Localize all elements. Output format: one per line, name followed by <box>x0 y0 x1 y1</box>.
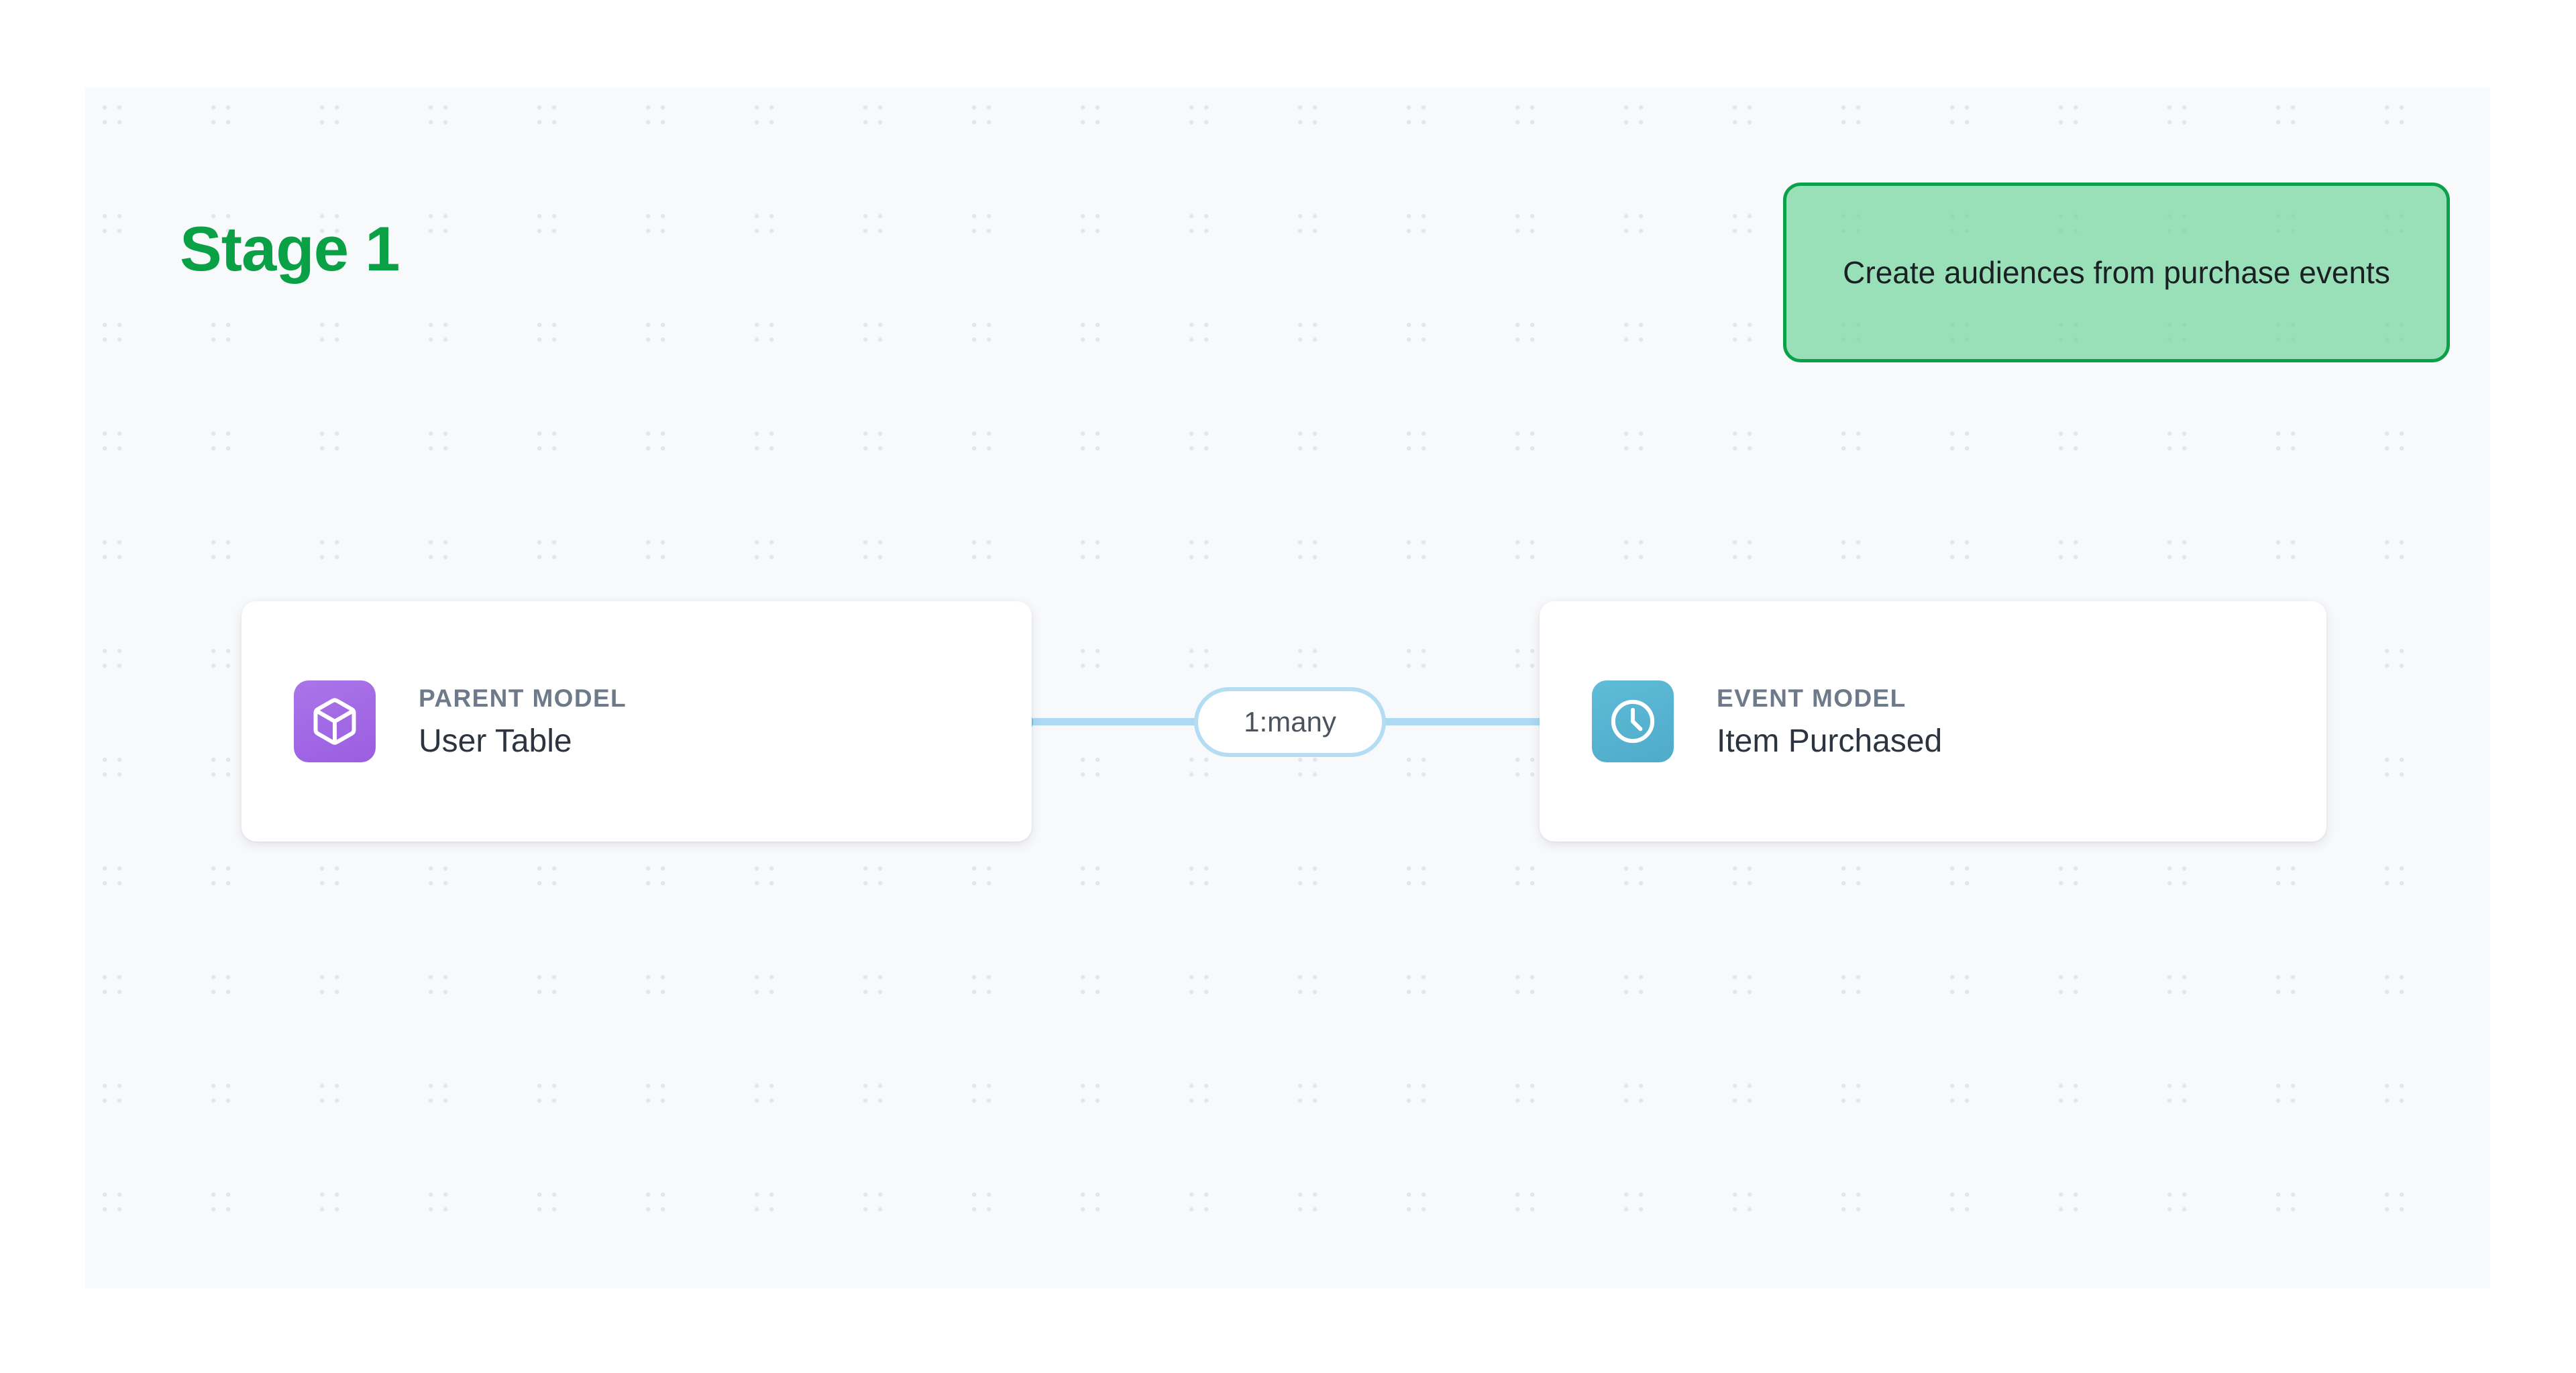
node-kicker: EVENT MODEL <box>1717 684 1907 712</box>
relationship-edge[interactable]: 1:many <box>1013 687 1583 757</box>
cardinality-label: 1:many <box>1244 706 1336 738</box>
annotation-text: Create audiences from purchase events <box>1843 254 2390 290</box>
stage-title: Stage 1 <box>180 213 400 284</box>
node-text-group: EVENT MODEL Item Purchased <box>1717 686 1942 758</box>
node-title: Item Purchased <box>1717 723 1943 759</box>
annotation-callout: Create audiences from purchase events <box>1783 183 2450 362</box>
cardinality-badge[interactable]: 1:many <box>1194 687 1386 757</box>
node-kicker: PARENT MODEL <box>419 684 627 712</box>
node-text-group: PARENT MODEL User Table <box>419 686 627 758</box>
node-title: User Table <box>419 723 572 759</box>
node-event-model[interactable]: EVENT MODEL Item Purchased <box>1540 601 2326 842</box>
clock-icon <box>1592 680 1674 762</box>
cube-icon <box>294 680 376 762</box>
node-parent-model[interactable]: PARENT MODEL User Table <box>241 601 1032 842</box>
